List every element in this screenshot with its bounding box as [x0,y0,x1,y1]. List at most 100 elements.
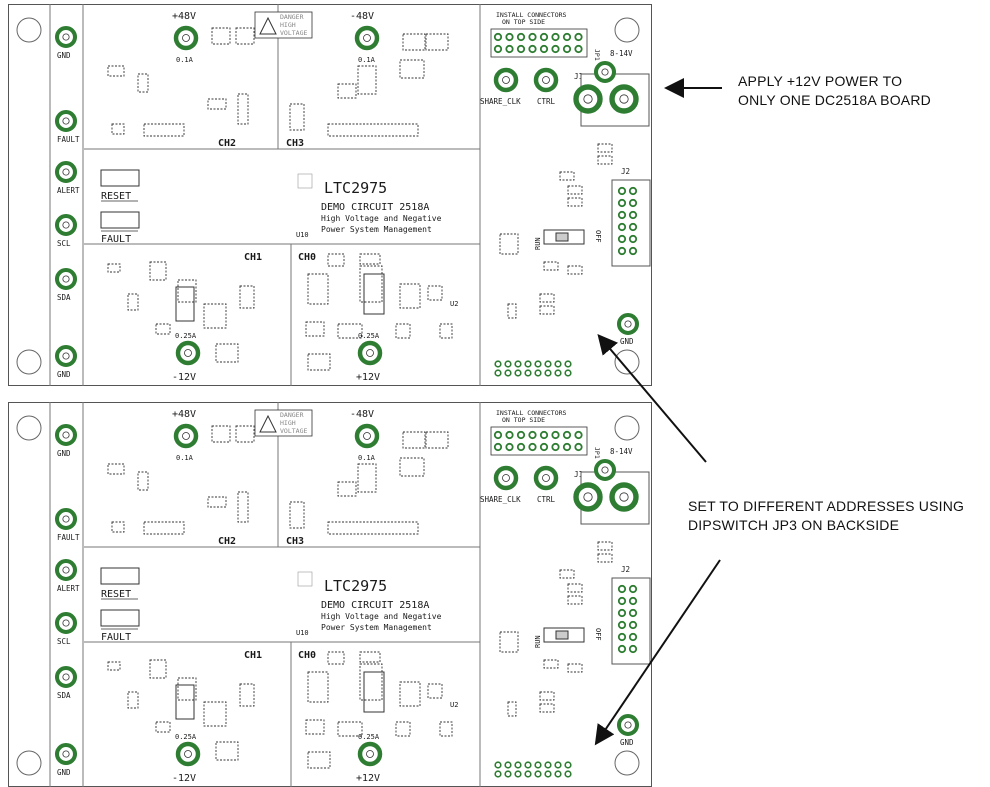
current-label: 0.1A [176,454,194,462]
test-point-label: GND [57,51,71,60]
ctrl-label: CTRL [537,97,556,106]
u2-label: U2 [450,701,458,709]
install-label-1: INSTALL CONNECTORS [496,11,567,19]
chip-name: LTC2975 [324,577,387,595]
channel-label-ch1: CH1 [244,252,262,263]
ic-u4 [175,286,195,322]
supply-label: 8-14V [610,49,633,58]
reset-button [100,567,140,585]
mounting-hole [16,415,42,441]
share-clk-label: SHARE_CLK [480,97,521,106]
mounting-hole [614,750,640,776]
warning-icon [259,16,277,35]
fault-label: FAULT [101,234,131,245]
install-label-1: INSTALL CONNECTORS [496,409,567,417]
header-jp1 [490,28,588,58]
fault-button [100,609,140,627]
install-label-2: ON TOP SIDE [502,18,545,26]
off-label: OFF [594,230,602,243]
test-point-label: SDA [57,293,71,302]
board-description-2: Power System Management [321,623,432,632]
channel-label-ch0: CH0 [298,252,316,263]
current-label: 0.25A [358,733,380,741]
current-label: 0.25A [175,733,197,741]
power-annotation: APPLY +12V POWER TO ONLY ONE DC2518A BOA… [738,72,931,110]
channel-label-ch2: CH2 [218,138,236,149]
reset-button [100,169,140,187]
run-label: RUN [534,237,542,250]
j1-label: J1 [574,470,583,479]
channel-label-ch3: CH3 [286,138,304,149]
danger-text: VOLTAGE [280,29,307,37]
fault-label: FAULT [101,632,131,643]
danger-text: HIGH [280,21,296,29]
test-point-label: GND [57,370,71,379]
mounting-hole [614,349,640,375]
mounting-hole [16,17,42,43]
address-annotation: SET TO DIFFERENT ADDRESSES USING DIPSWIT… [688,497,964,535]
test-point-label: SDA [57,691,71,700]
warning-icon [259,414,277,433]
ctrl-label: CTRL [537,495,556,504]
test-point-label: GND [57,449,71,458]
right-gnd-label: GND [620,337,634,346]
pin-label-minus48v: -48V [350,11,374,22]
board-subtitle: DEMO CIRCUIT 2518A [321,600,429,611]
mounting-hole [16,349,42,375]
danger-text: VOLTAGE [280,427,307,435]
channel-label-ch2: CH2 [218,536,236,547]
channel-label-ch0: CH0 [298,650,316,661]
ic-u1 [363,671,385,713]
pin-label-minus12v: -12V [172,773,196,784]
install-label-2: ON TOP SIDE [502,416,545,424]
test-point-label: FAULT [57,533,80,542]
test-point-label: SCL [57,239,71,248]
right-gnd-label: GND [620,738,634,747]
test-point-label: ALERT [57,186,80,195]
reset-label: RESET [101,589,131,600]
address-annotation-line-2: DIPSWITCH JP3 ON BACKSIDE [688,517,900,533]
current-label: 0.25A [175,332,197,340]
fault-button [100,211,140,229]
test-point-label: FAULT [57,135,80,144]
j2-label: J2 [621,167,630,176]
supply-label: 8-14V [610,447,633,456]
pin-label-minus48v: -48V [350,409,374,420]
power-annotation-line-1: APPLY +12V POWER TO [738,73,903,89]
board-description-1: High Voltage and Negative [321,612,442,621]
ic-u1 [363,273,385,315]
current-label: 0.1A [358,454,376,462]
reset-label: RESET [101,191,131,202]
ic-u4 [175,684,195,720]
j2-label: J2 [621,565,630,574]
mounting-hole [614,415,640,441]
pin-label-plus48v: +48V [172,409,196,420]
power-annotation-line-2: ONLY ONE DC2518A BOARD [738,92,931,108]
header-jp1 [490,426,588,456]
danger-text: HIGH [280,419,296,427]
mounting-hole [16,750,42,776]
j1-label: J1 [574,72,583,81]
chip-name: LTC2975 [324,179,387,197]
pin-label-plus12v: +12V [356,372,380,383]
board-description-2: Power System Management [321,225,432,234]
run-label: RUN [534,635,542,648]
test-point-label: GND [57,768,71,777]
jp1-label: JP1 [593,49,601,61]
pin-label-plus48v: +48V [172,11,196,22]
pin-label-plus12v: +12V [356,773,380,784]
board-description-1: High Voltage and Negative [321,214,442,223]
share-clk-label: SHARE_CLK [480,495,521,504]
current-label: 0.1A [358,56,376,64]
test-point-label: SCL [57,637,71,646]
off-label: OFF [594,628,602,641]
pin-label-minus12v: -12V [172,372,196,383]
channel-label-ch1: CH1 [244,650,262,661]
address-annotation-line-1: SET TO DIFFERENT ADDRESSES USING [688,498,965,514]
test-point-label: ALERT [57,584,80,593]
u2-label: U2 [450,300,458,308]
current-label: 0.1A [176,56,194,64]
